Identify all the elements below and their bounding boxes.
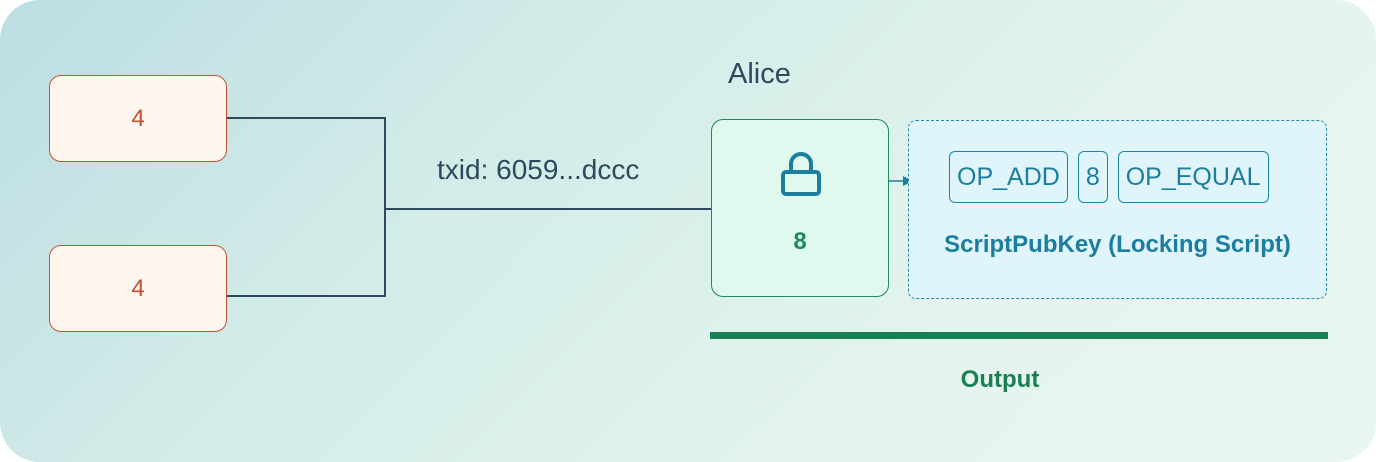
output-value: 8 [793,228,807,255]
script-op-add: OP_ADD [949,151,1068,203]
input-box-2: 4 [49,245,227,332]
output-section-label: Output [960,366,1040,393]
owner-label: Alice [728,58,791,90]
script-label: ScriptPubKey (Locking Script) [944,231,1291,258]
output-utxo-box: 8 [711,119,889,297]
input-box-1: 4 [49,75,227,162]
script-ops: OP_ADD 8 OP_EQUAL [949,151,1269,203]
input-value-2: 4 [131,274,145,302]
txid-label: txid: 6059...dccc [437,154,640,185]
input-1-connector [227,117,386,297]
input-value-1: 4 [131,104,145,132]
script-op-value: 8 [1077,151,1108,203]
script-op-equal: OP_EQUAL [1117,151,1269,203]
lock-icon [781,152,821,196]
locking-script-box: OP_ADD 8 OP_EQUAL ScriptPubKey (Locking … [908,120,1327,299]
output-section-bar [710,332,1328,339]
